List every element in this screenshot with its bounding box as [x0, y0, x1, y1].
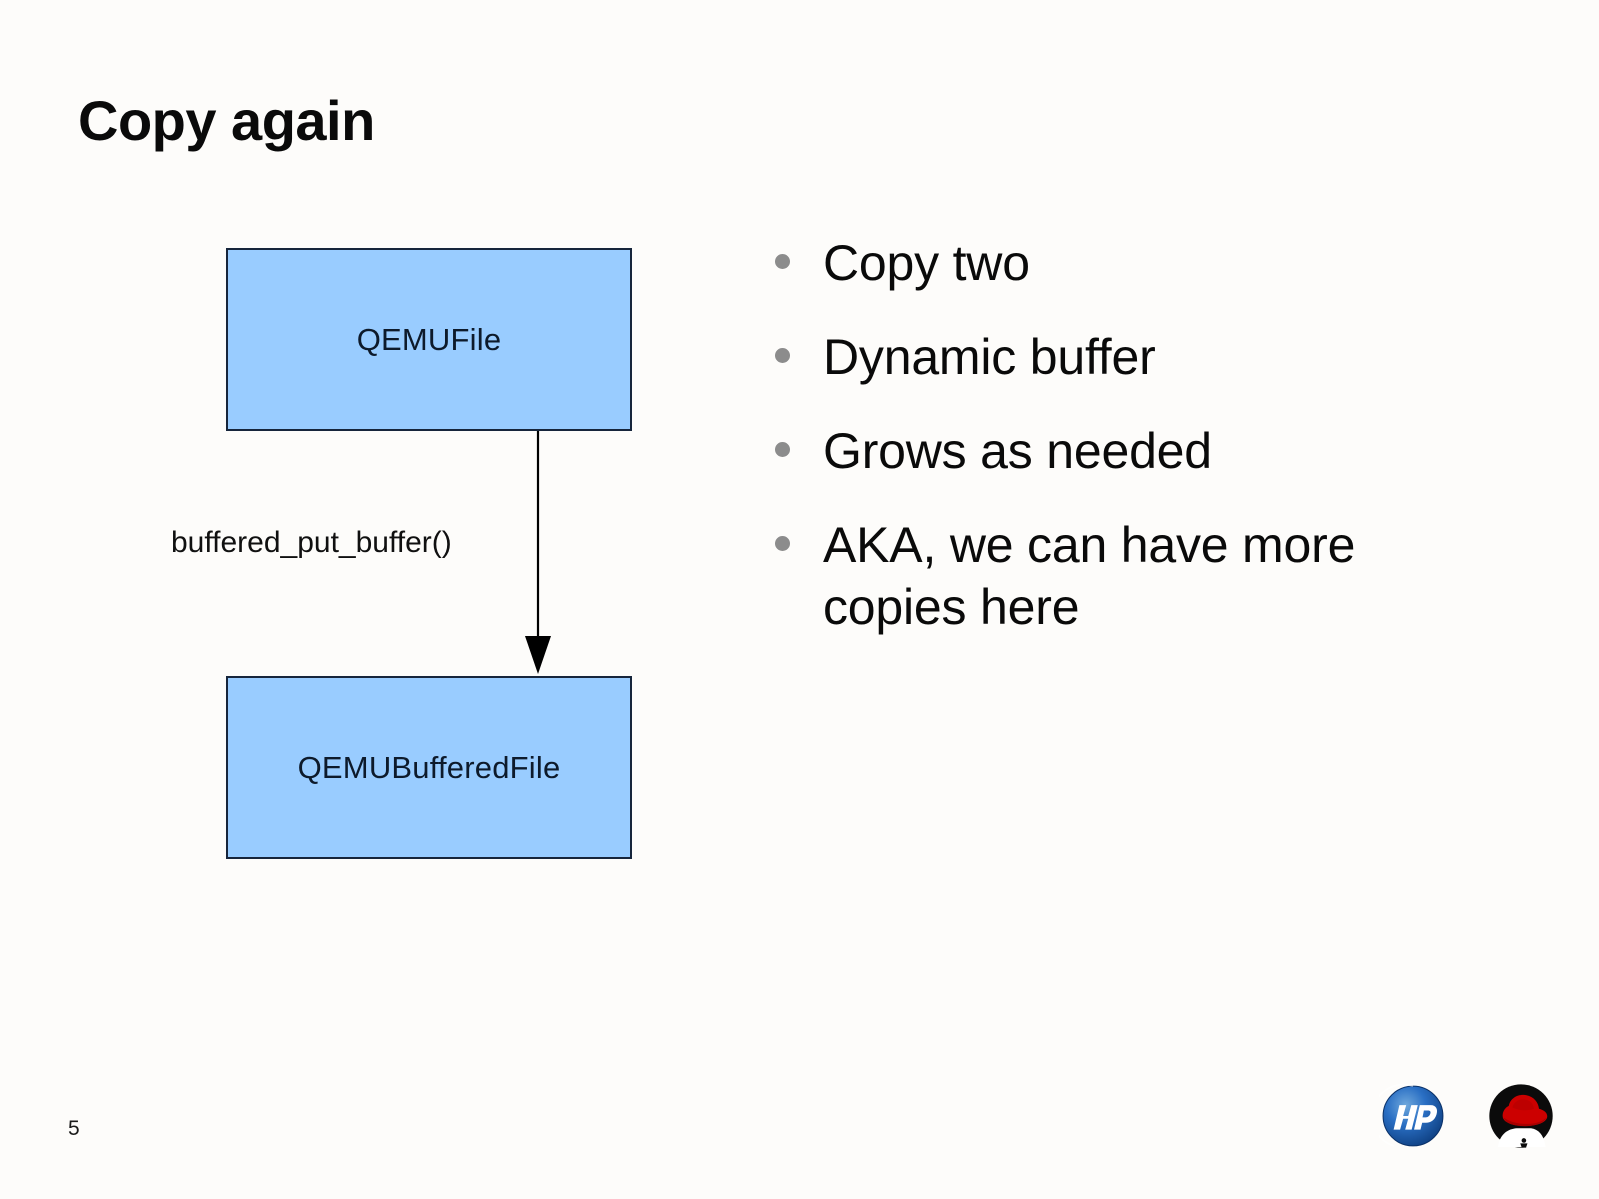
bullet-text: AKA, we can have more copies here	[823, 517, 1356, 635]
list-item: Grows as needed	[775, 420, 1475, 482]
list-item: Dynamic buffer	[775, 326, 1475, 388]
edge-label-buffered-put-buffer: buffered_put_buffer()	[171, 526, 452, 559]
diagram-node-label: QEMUFile	[356, 321, 502, 357]
red-hat-logo	[1485, 1080, 1557, 1157]
bullet-text: Grows as needed	[823, 423, 1212, 479]
hp-logo	[1371, 1082, 1447, 1155]
bullet-dot-icon	[775, 536, 790, 551]
page-number: 5	[68, 1117, 80, 1140]
bullet-dot-icon	[775, 254, 790, 269]
bullet-text: Dynamic buffer	[823, 329, 1156, 385]
diagram-node-qemufile[interactable]: QEMUFile	[226, 248, 632, 431]
diagram-region: QEMUFile buffered_put_buffer() QEMUBuffe…	[0, 0, 760, 1000]
bullet-dot-icon	[775, 348, 790, 363]
diagram-node-label: QEMUBufferedFile	[297, 749, 561, 785]
logo-group	[1371, 1080, 1557, 1157]
bullet-list: Copy two Dynamic buffer Grows as needed …	[775, 232, 1475, 670]
diagram-node-qemubufferedfile[interactable]: QEMUBufferedFile	[226, 676, 632, 859]
bullet-text: Copy two	[823, 235, 1030, 291]
list-item: AKA, we can have more copies here	[775, 514, 1475, 638]
page-title: Copy again	[78, 89, 375, 152]
bullet-dot-icon	[775, 442, 790, 457]
list-item: Copy two	[775, 232, 1475, 294]
